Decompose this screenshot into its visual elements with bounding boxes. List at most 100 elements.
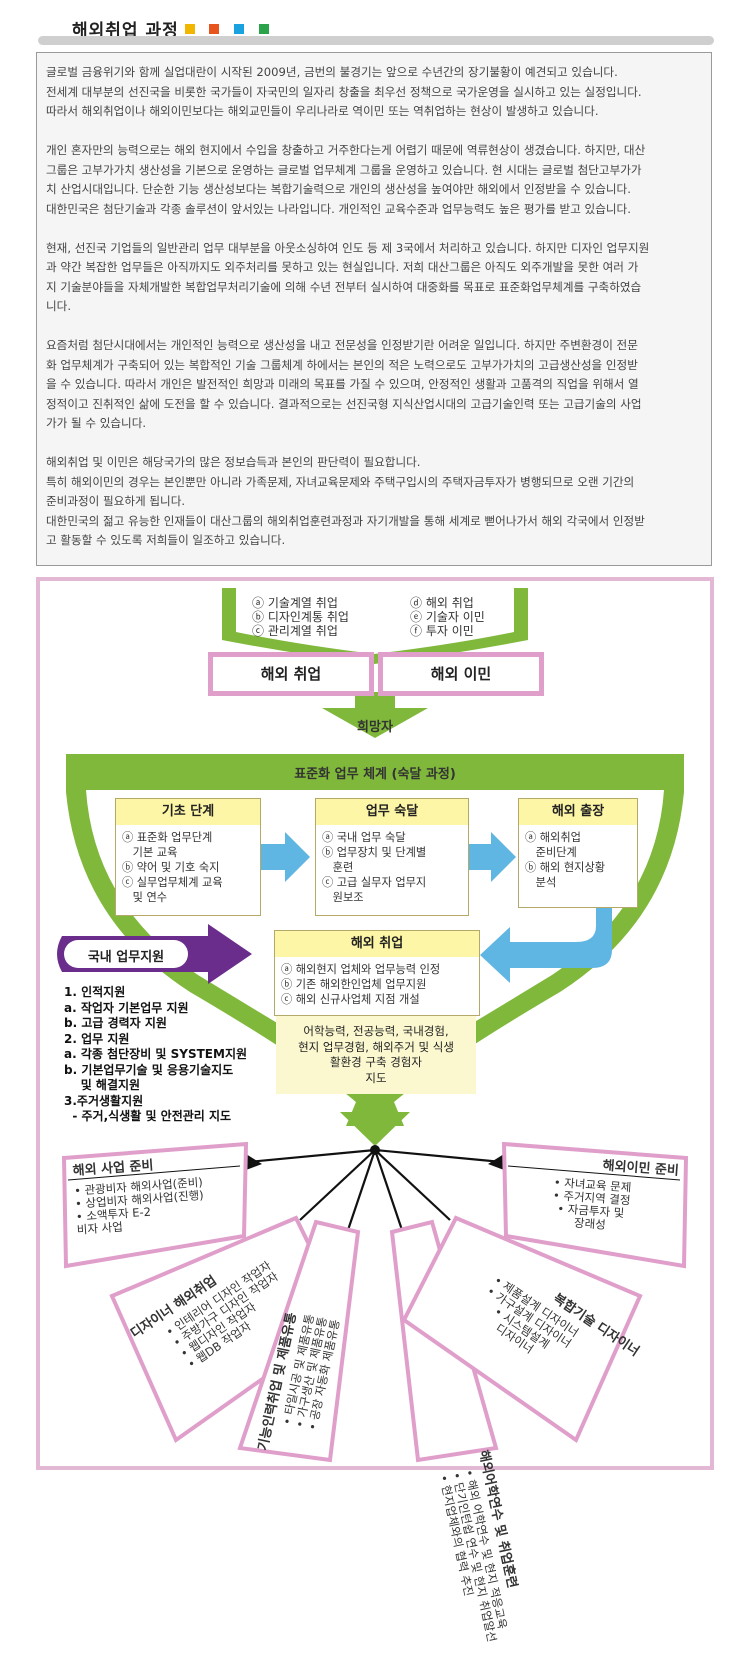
blue-arrow-icon-2: [466, 832, 516, 882]
trip-stage-item: 준비단계: [525, 846, 577, 859]
top-item-invest-immig: ⓕ 투자 이민: [410, 624, 474, 638]
domestic-support-item: 1. 인적지원: [64, 985, 126, 999]
skill-box: [237, 1219, 361, 1463]
trip-stage-item: ⓑ 해외 현지상황: [525, 861, 606, 874]
diagram-frame: [36, 577, 714, 1470]
mastery-stage-item: ⓑ 업무장치 및 단계별: [322, 846, 427, 859]
mastery-stage-item: 훈련: [322, 861, 354, 874]
overseas-result-item: ⓒ 해외 신규사업체 지점 개설: [281, 993, 420, 1006]
applicant-label: 희망자: [357, 720, 393, 735]
trip-stage-title: 해외 출장: [519, 799, 637, 825]
overseas-result-item: ⓑ 기존 해외한인업체 업무지원: [281, 978, 427, 991]
basic-stage-item: 기본 교육: [122, 846, 178, 859]
intro-line: 그룹은 고부가가치 생산성을 기본으로 운영하는 글로벌 업무체계 그룹을 운영…: [46, 162, 642, 177]
biz-prep-box: [61, 1141, 249, 1269]
center-arrow-icon: [340, 1112, 410, 1146]
domestic-support-item: - 주거,식생활 및 안전관리 지도: [64, 1109, 232, 1123]
orange-square-icon: [209, 24, 219, 34]
top-funnel-shape: [222, 588, 528, 664]
top-item-tech: ⓐ 기술계열 취업: [252, 596, 338, 610]
intro-line: 글로벌 금융위기와 함께 실업대란이 시작된 2009년, 금번의 불경기는 앞…: [46, 65, 618, 79]
applicant-arrow-icon: [322, 692, 428, 738]
language-label: 해외어학연수 및 취업훈련 • 해외 어학연수 및 현지 적응교육• 단기인턴쉽…: [433, 1448, 539, 1676]
basic-stage-item: ⓒ 실무업무체계 교육: [122, 876, 223, 889]
intro-paragraph: 현재, 선진국 기업들의 일반관리 업무 대부분을 아웃소싱하여 인도 등 제 …: [46, 239, 702, 317]
intro-line: 과 약간 복잡한 업무들은 아직까지도 외주처리를 못하고 있는 현실입니다. …: [46, 260, 639, 274]
intro-paragraph: 요즘처럼 첨단시대에서는 개인적인 능력으로 생산성을 내고 전문성을 인정받기…: [46, 336, 702, 434]
intro-line: 전세계 대부분의 선진국을 비롯한 국가들이 자국민의 일자리 창출을 최우선 …: [46, 84, 642, 99]
intro-line: 특히 해외이민의 경우는 본인뿐만 아니라 가족문제, 자녀교육문제와 주택구입…: [46, 474, 635, 489]
mastery-stage-item: 원보조: [322, 891, 364, 904]
intro-line: 고 활동할 수 있도록 저희들이 일조하고 있습니다.: [46, 533, 286, 547]
intro-line: 요즘처럼 첨단시대에서는 개인적인 능력으로 생산성을 내고 전문성을 인정받기…: [46, 338, 638, 352]
top-item-tech-immig: ⓔ 기술자 이민: [410, 610, 485, 624]
top-list-right: ⓓ 해외 취업 ⓔ 기술자 이민 ⓕ 투자 이민: [410, 596, 485, 638]
header-underline: [38, 36, 714, 45]
domestic-support-item: a. 작업자 기본업무 지원: [64, 1000, 189, 1015]
intro-line: 준비과정이 필요하게 됩니다.: [46, 494, 186, 508]
intro-line: 화 업무체계가 구축되어 있는 복합적인 기술 그룹체계 하에서는 본인의 적은…: [46, 357, 638, 372]
domestic-support-label: 국내 업무지원: [87, 950, 165, 965]
qualification-line: 어학능력, 전공능력, 국내경험,: [303, 1024, 449, 1038]
intro-text-box: 글로벌 금융위기와 함께 실업대란이 시작된 2009년, 금번의 불경기는 앞…: [36, 52, 712, 566]
intro-line: 치 산업시대입니다. 단순한 기능 생산성보다는 복합기술력으로 개인의 생산성…: [46, 182, 631, 196]
domestic-support-item: b. 고급 경력자 지원: [64, 1016, 167, 1030]
intro-line: 을 수 있습니다. 따라서 개인은 발전적인 희망과 미래의 목표를 가질 수 …: [46, 377, 639, 391]
domestic-support-item: b. 기본업무기술 및 응용기술지도: [64, 1062, 234, 1077]
intro-paragraph: 글로벌 금융위기와 함께 실업대란이 시작된 2009년, 금번의 불경기는 앞…: [46, 63, 702, 122]
intro-line: 정적이고 진취적인 삶에 도전을 할 수 있습니다. 결과적으로는 선진국형 지…: [46, 396, 642, 411]
immig-prep-box: [501, 1141, 689, 1269]
domestic-support-item: 3.주거생활지원: [64, 1093, 144, 1108]
yellow-square-icon: [185, 24, 195, 34]
standard-system-title: 표준화 업무 체계 (숙달 과정): [294, 767, 456, 782]
complex-box: [401, 1215, 643, 1444]
basic-stage-item: 및 연수: [122, 891, 168, 904]
trip-stage-item: 분석: [525, 876, 557, 889]
intro-line: 따라서 해외취업이나 해외이민보다는 해외교민들이 우리나라로 역이민 또는 역…: [46, 104, 599, 118]
blue-square-icon: [234, 24, 244, 34]
overseas-employment-box: 해외 취업: [208, 652, 374, 696]
biz-prep-label: 해외 사업 준비 • 관광비자 해외사업(준비)• 상업비자 해외사업(진행)•…: [72, 1148, 247, 1236]
diagram-graphics: [57, 588, 689, 1463]
domestic-support-item: 및 해결지원: [64, 1078, 141, 1092]
intro-paragraph: 개인 혼자만의 능력으로는 해외 현지에서 수입을 창출하고 거주한다는게 어렵…: [46, 141, 702, 219]
section-header: 해외취업 과정: [38, 10, 714, 46]
top-item-overseas: ⓓ 해외 취업: [410, 596, 474, 610]
intro-line: 가가 될 수 있습니다.: [46, 416, 147, 430]
mastery-stage-title: 업무 숙달: [316, 799, 468, 825]
center-node: [370, 1145, 380, 1155]
basic-stage-box: 기초 단계 ⓐ 표준화 업무단계 기본 교육 ⓑ 약어 및 기호 숙지 ⓒ 실무업무…: [115, 798, 261, 916]
overseas-immigration-box: 해외 이민: [378, 652, 544, 696]
intro-line: 니다.: [46, 299, 72, 313]
basic-stage-title: 기초 단계: [116, 799, 260, 825]
center-rays: [247, 1148, 503, 1231]
intro-line: 대한민국의 젊고 유능한 인재들이 대산그룹의 해외취업훈련과정과 자기개발을 …: [46, 513, 645, 528]
basic-stage-item: ⓑ 약어 및 기호 숙지: [122, 861, 220, 874]
top-list-left: ⓐ 기술계열 취업 ⓑ 디자인계통 취업 ⓒ 관리계열 취업: [252, 596, 349, 638]
green-square-icon: [259, 24, 269, 34]
basic-stage-item: ⓐ 표준화 업무단계: [122, 831, 213, 844]
qualification-line: 지도: [365, 1070, 387, 1085]
top-item-design: ⓑ 디자인계통 취업: [252, 610, 349, 624]
top-item-manage: ⓒ 관리계열 취업: [252, 624, 338, 638]
intro-line: 현재, 선진국 기업들의 일반관리 업무 대부분을 아웃소싱하여 인도 등 제 …: [46, 240, 650, 255]
domestic-support-item: 2. 업무 지원: [64, 1031, 130, 1046]
domestic-support-item: a. 각종 첨단장비 및 SYSTEM지원: [64, 1047, 248, 1061]
qualification-line: 현지 업무경험, 해외주거 및 식생: [298, 1039, 454, 1054]
intro-line: 개인 혼자만의 능력으로는 해외 현지에서 수입을 창출하고 거주한다는게 어렵…: [46, 143, 646, 157]
overseas-result-title: 해외 취업: [275, 931, 479, 957]
overseas-result-item: ⓐ 해외현지 업체와 업무능력 인정: [281, 963, 441, 976]
blue-arrow-icon-1: [260, 832, 310, 882]
qualification-line: 활환경 구축 경험자: [330, 1055, 422, 1069]
intro-line: 대한민국은 첨단기술과 각종 솔루션이 앞서있는 나라입니다. 개인적인 교육수…: [46, 201, 631, 216]
intro-line: 지 기술분야들을 자체개발한 복합업무처리기술에 의해 수년 전부터 실시하여 …: [46, 279, 642, 294]
intro-paragraph: 해외취업 및 이민은 해당국가의 많은 정보습득과 본인의 판단력이 필요합니다…: [46, 453, 702, 551]
